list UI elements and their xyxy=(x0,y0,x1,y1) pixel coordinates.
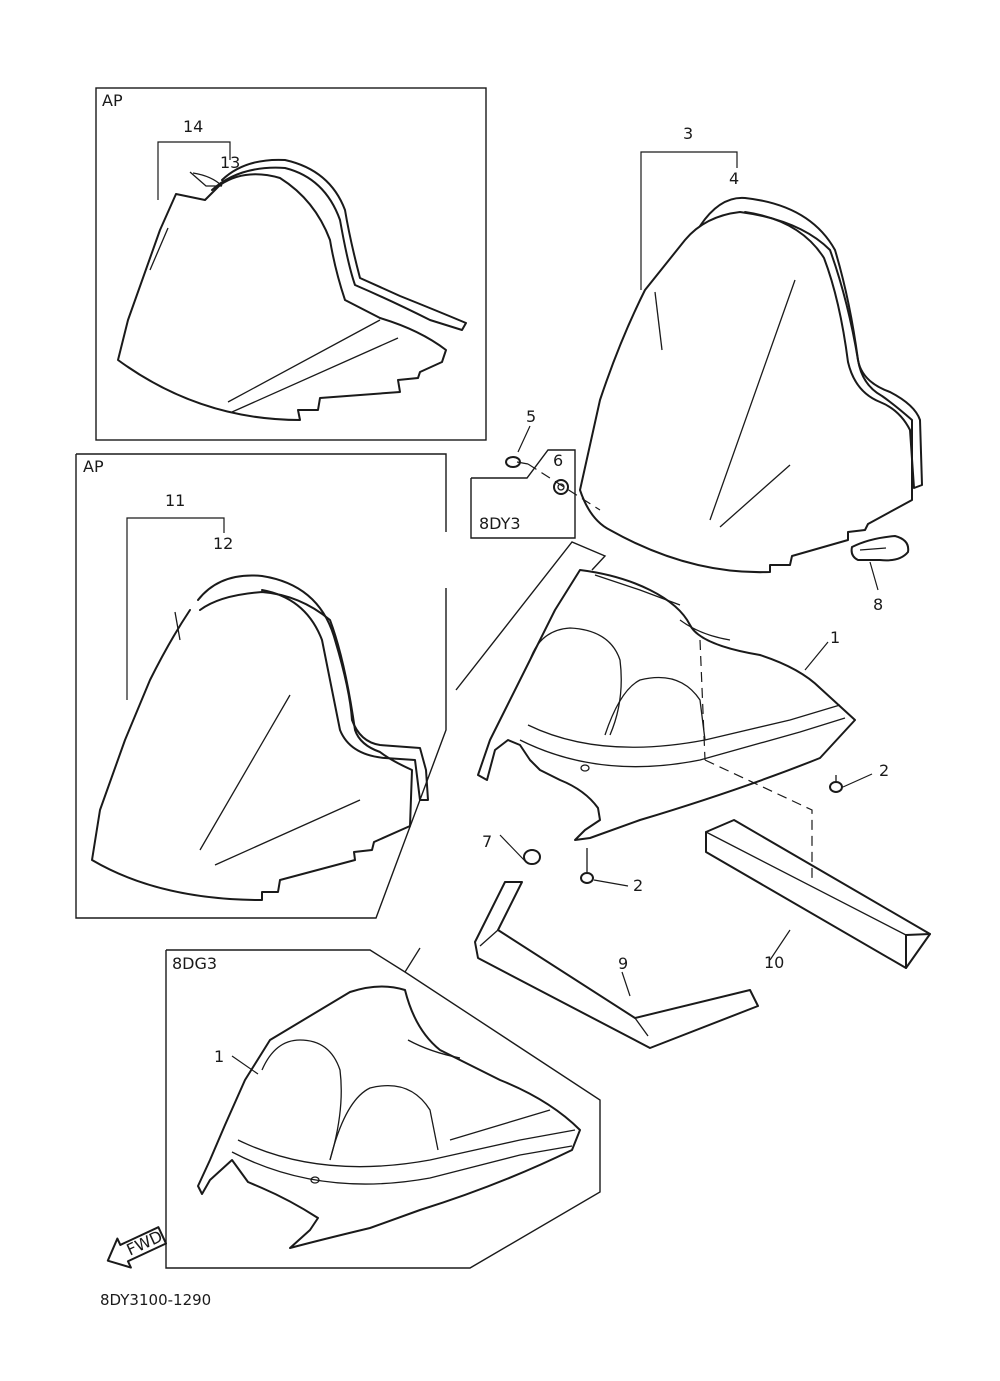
screw-2-lower: 2 xyxy=(580,848,643,895)
screw-2-upper: 2 xyxy=(829,761,889,793)
cowling-1-vent-left xyxy=(529,627,622,736)
windshield-3-assembly: 3 4 xyxy=(579,124,923,574)
ap-box-frame-2 xyxy=(75,454,447,919)
windshield-3-trim xyxy=(699,196,923,489)
cowling-1-vent-right xyxy=(604,676,706,741)
bracket-3 xyxy=(640,151,738,290)
callout-8: 8 xyxy=(873,595,883,614)
cowling-1-variant-vent-left xyxy=(261,1039,342,1161)
trim-clip-8: 8 xyxy=(850,534,910,614)
callout-11: 11 xyxy=(165,491,185,510)
callout-2: 2 xyxy=(879,761,889,780)
callout-3: 3 xyxy=(683,124,693,143)
ap-box-label: AP xyxy=(102,91,123,110)
cowling-1-main: 1 xyxy=(455,541,856,880)
box-8dy3: 8DY3 5 6 xyxy=(470,407,601,539)
windshield-11-crease xyxy=(214,799,361,866)
windshield-13-outline xyxy=(117,173,447,421)
windshield-3-outline xyxy=(579,211,913,574)
fwd-arrow-icon: FWD xyxy=(106,1226,167,1269)
ap-box-windshield-11: AP 11 12 xyxy=(75,453,447,919)
callout-5: 5 xyxy=(526,407,536,426)
cowling-1-outline xyxy=(477,569,856,841)
callout-6: 6 xyxy=(553,451,563,470)
callout-4: 4 xyxy=(729,169,739,188)
callout-1b: 1 xyxy=(214,1047,224,1066)
callout-2b: 2 xyxy=(633,876,643,895)
ap-box-label-2: AP xyxy=(83,457,104,476)
callout-10: 10 xyxy=(764,953,784,972)
callout-7: 7 xyxy=(482,832,492,851)
windshield-11-trim xyxy=(197,574,429,801)
cowling-1-variant-outline xyxy=(197,985,581,1249)
callout-13: 14 xyxy=(183,117,203,136)
grommet-7: 7 xyxy=(482,832,541,865)
callout-14: 13 xyxy=(220,153,240,172)
box-8dg3-label: 8DG3 xyxy=(172,954,217,973)
ap-box-windshield-13: AP 14 13 xyxy=(95,87,487,441)
windshield-13-tab xyxy=(192,172,223,187)
seal-9: 9 xyxy=(474,881,759,1049)
windshield-13-crease xyxy=(227,319,381,403)
callout-12: 12 xyxy=(213,534,233,553)
screw-5 xyxy=(505,456,529,468)
diagram-code: 8DY3100-1290 xyxy=(100,1291,211,1309)
box-8dg3: 8DG3 1 xyxy=(165,947,601,1269)
ap-box-frame xyxy=(95,87,487,441)
callout-1: 1 xyxy=(830,628,840,647)
windshield-11-outline xyxy=(91,591,413,901)
cowling-1-variant-vent-right xyxy=(329,1084,439,1161)
box-8dy3-label: 8DY3 xyxy=(479,514,521,533)
windshield-3-crease xyxy=(709,279,796,521)
bracket-11 xyxy=(126,517,225,700)
foam-block-10: 10 xyxy=(705,819,931,972)
windshield-13-trim xyxy=(211,158,467,331)
callout-9: 9 xyxy=(618,954,628,973)
bracket-13 xyxy=(157,141,231,200)
